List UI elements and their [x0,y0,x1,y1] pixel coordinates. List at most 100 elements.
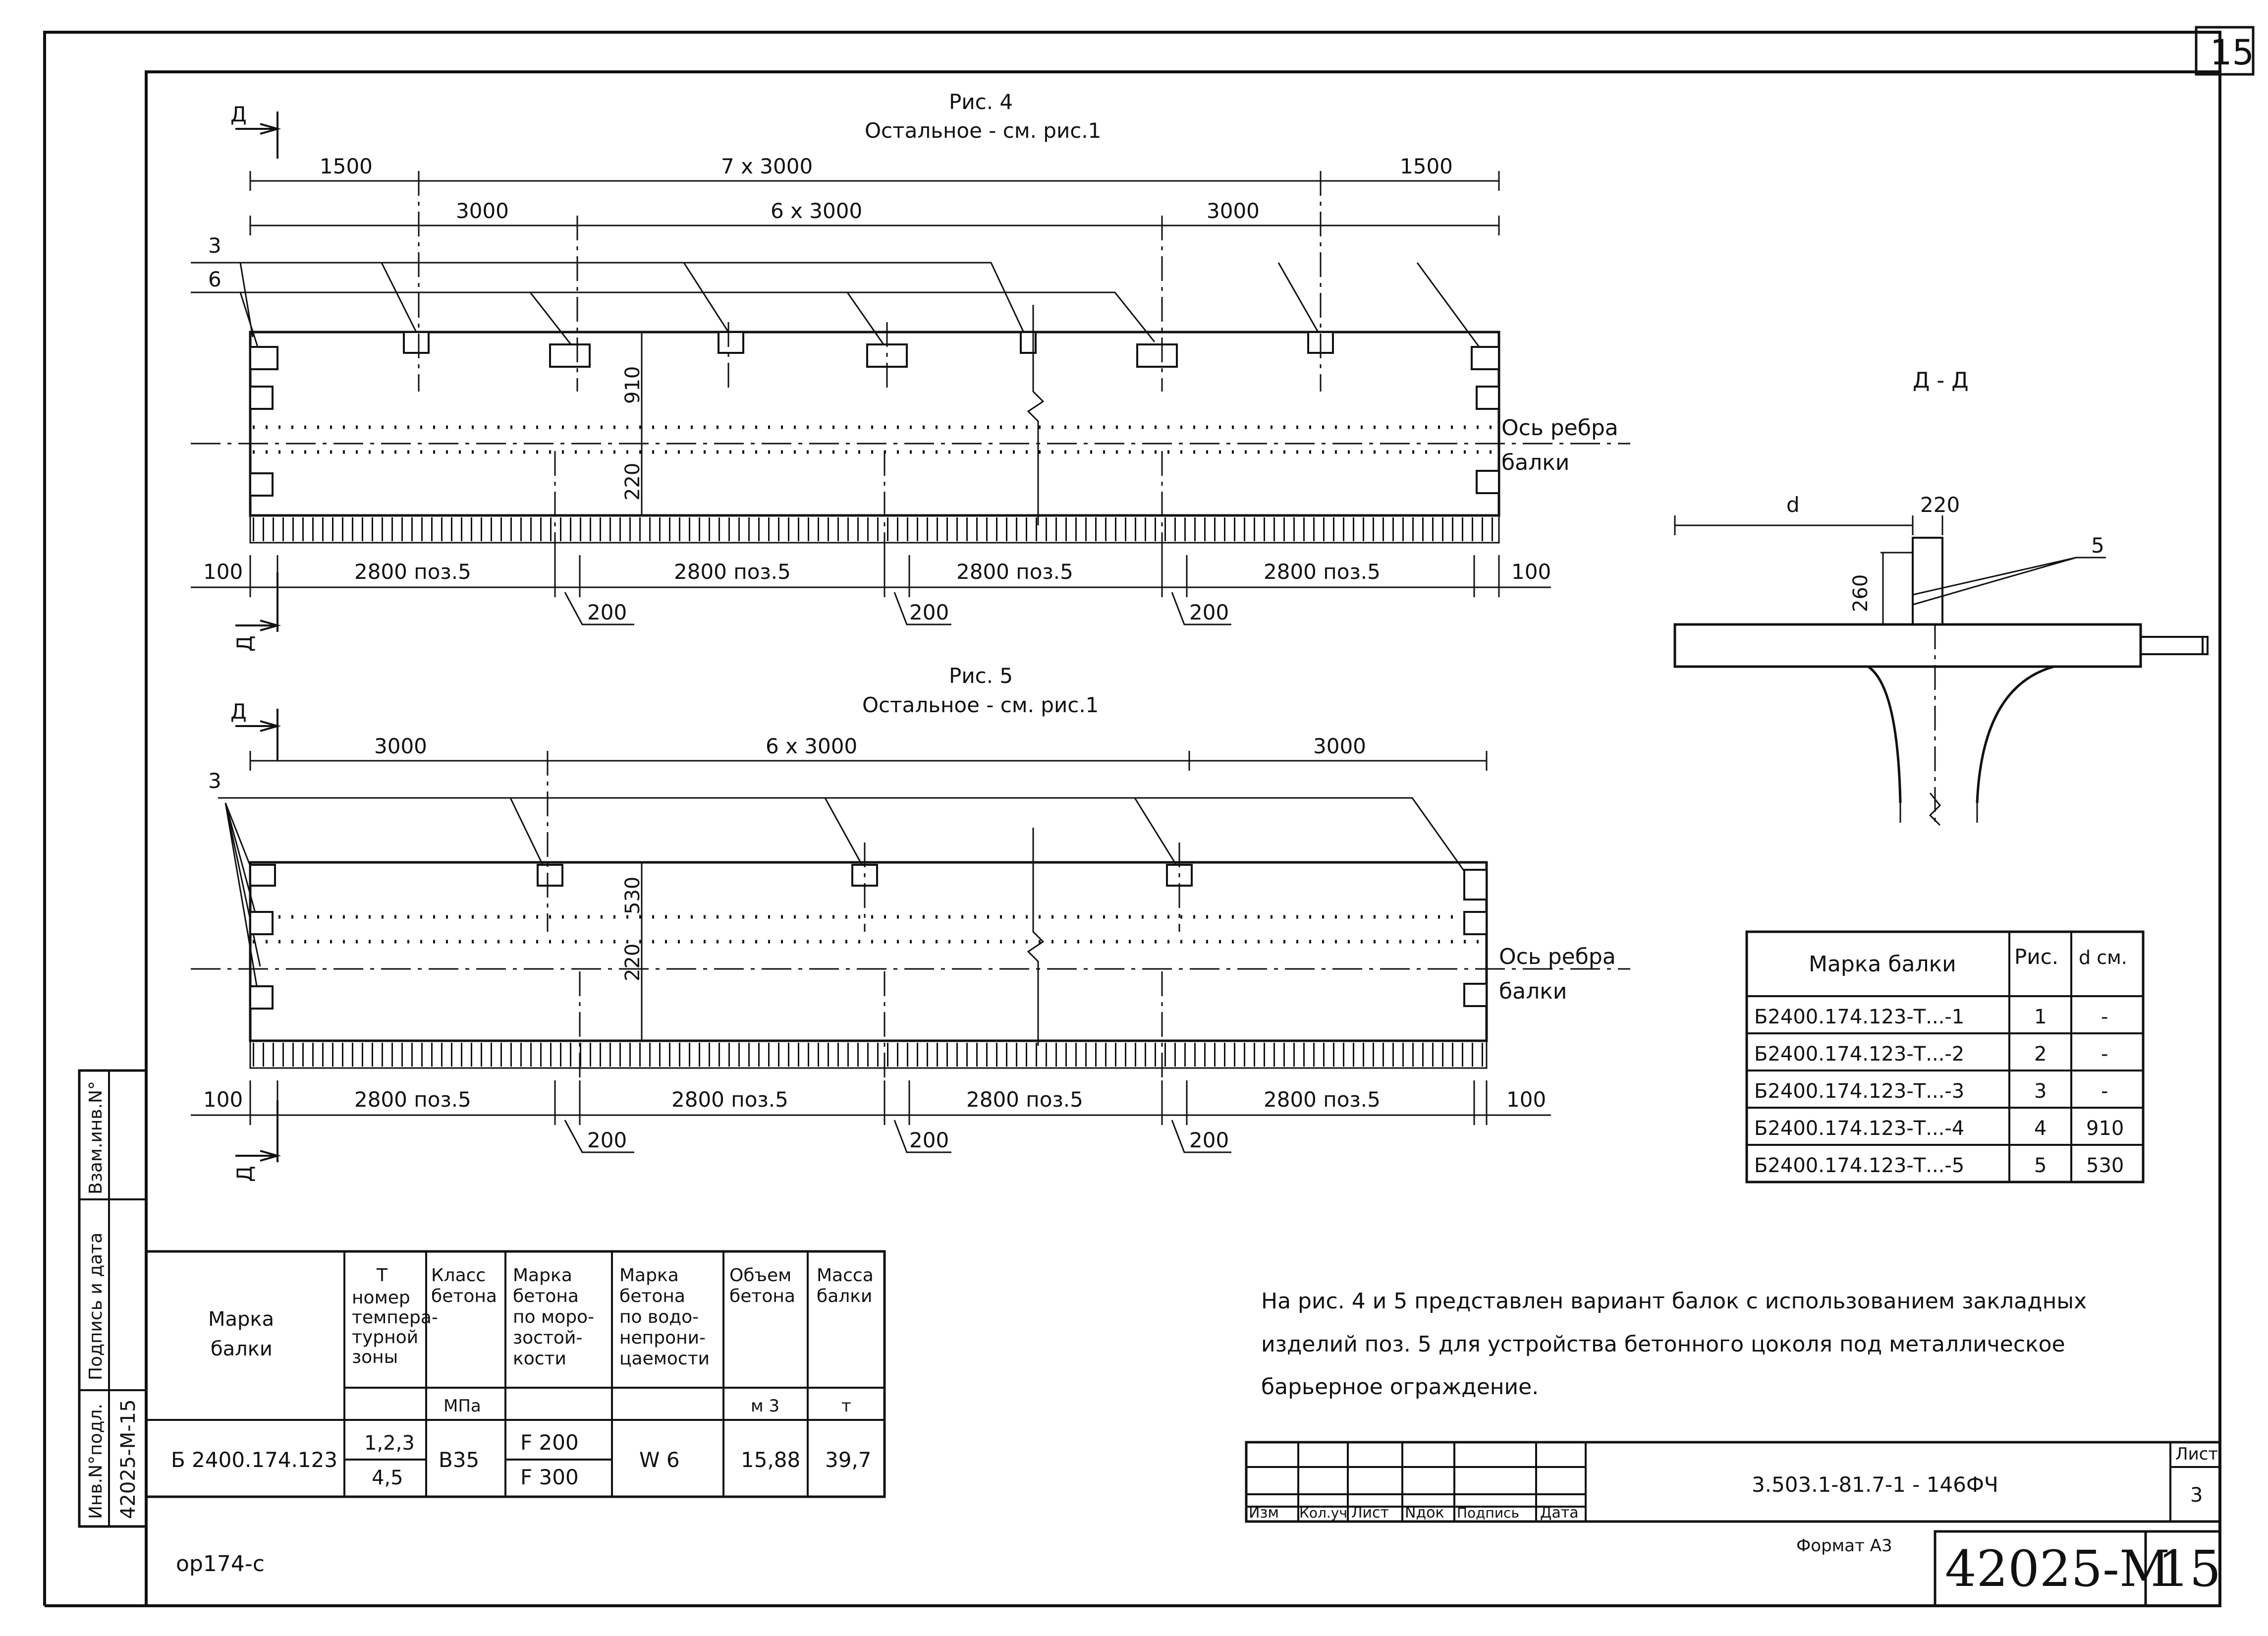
spec-row-volume: 15,88 [741,1448,800,1472]
beam-table-row-1-d: - [2101,1006,2108,1028]
fig4-height-220: 220 [621,463,644,501]
fig5-axis-label-2: балки [1499,979,1567,1004]
fig4-callout-3: 3 [208,233,221,258]
spec-unit-class: МПа [443,1396,481,1416]
sheet-frame: 15 [43,26,2255,1607]
side-stamp-replace: Взам.инв.N° [86,1081,106,1194]
title-doc-code: 3.503.1-81.7-1 - 146ФЧ [1752,1472,1998,1497]
spec-row-mark: Б 2400.174.123 [171,1448,337,1472]
title-block: Изм Кол.уч Лист Nдок Подпись Дата 3.503.… [176,1441,2221,1606]
note-line-2: изделий поз. 5 для устройства бетонного … [1261,1332,2065,1357]
spec-row-water: W 6 [639,1448,680,1472]
section-title: Д - Д [1913,368,1969,393]
beam-table-row-5-mark: Б2400.174.123-Т...-5 [1754,1154,1964,1177]
fig4-callout-6: 6 [208,267,221,291]
fig4-dim-second-1: 3000 [456,199,509,223]
spec-unit-volume: м 3 [751,1396,779,1416]
fig4-gap-2: 200 [909,600,949,624]
fig4-bottom-dim-4: 2800 поз.5 [956,560,1073,584]
figure-4: Рис. 4 Остальное - см. рис.1 Д 1500 7 x … [191,90,1630,652]
beam-table-row-1-fig: 1 [2034,1006,2047,1028]
beam-table-row-4-fig: 4 [2034,1117,2047,1140]
fig5-height-220: 220 [621,944,644,981]
spec-row-frost-b: F 300 [520,1465,579,1489]
beam-table: Марка балки Рис. d см. Б2400.174.123-Т..… [1745,930,2145,1184]
section-width-label: 220 [1920,493,1960,517]
fig5-gap-3: 200 [1189,1128,1229,1152]
beam-table-row-4-d: 910 [2086,1117,2124,1140]
spec-row-zone-a: 1,2,3 [364,1432,415,1455]
fig4-bottom-dim-1: 100 [203,560,243,584]
fig4-bottom-dim-2: 2800 поз.5 [354,560,471,584]
fig5-subtitle: Остальное - см. рис.1 [862,693,1099,717]
fig4-gap-1: 200 [587,600,627,624]
title-sheet-value: 3 [2190,1484,2203,1507]
spec-row-class: В35 [439,1448,479,1472]
side-stamp-sign: Подпись и дата [86,1233,106,1380]
fig5-bottom-dim-5: 2800 поз.5 [1264,1087,1381,1112]
fig5-gap-2: 200 [909,1128,949,1152]
fig4-bottom-dim-6: 100 [1511,560,1551,584]
fig4-subtitle: Остальное - см. рис.1 [865,118,1101,143]
title-col-izm: Изм [1249,1504,1279,1522]
fig4-gap-3: 200 [1189,600,1229,624]
fig5-bottom-dim-1: 100 [203,1087,243,1112]
beam-table-row-5-d: 530 [2086,1154,2124,1177]
fig4-height-910: 910 [621,366,644,404]
fig5-bottom-dim-4: 2800 поз.5 [966,1087,1083,1112]
spec-header-mark-1: Марка [208,1308,274,1331]
beam-table-header-mark: Марка балки [1809,952,1956,977]
fig5-axis-label-1: Ось ребра [1499,944,1616,969]
spec-row-mass: 39,7 [825,1448,872,1472]
note-block: На рис. 4 и 5 представлен вариант балок … [1261,1289,2087,1400]
fig4-dim-second-3: 3000 [1207,199,1260,223]
beam-table-row-2-d: - [2101,1043,2108,1066]
beam-table-row-1-mark: Б2400.174.123-Т...-1 [1754,1006,1964,1028]
spec-row-zone-b: 4,5 [372,1467,403,1489]
title-col-list: Лист [1351,1504,1389,1522]
title-col-data: Дата [1540,1504,1579,1522]
beam-table-row-2-fig: 2 [2034,1043,2047,1066]
fig5-bottom-dim-6: 100 [1506,1087,1546,1112]
fig4-section-mark-bottom: Д [232,635,257,652]
fig5-bottom-dim-2: 2800 поз.5 [354,1087,471,1112]
title-page-no: 15 [2158,1540,2221,1598]
beam-table-row-3-fig: 3 [2034,1080,2047,1103]
beam-table-row-4-mark: Б2400.174.123-Т...-4 [1754,1117,1964,1140]
fig5-dim-top-1: 3000 [374,734,427,758]
fig5-gap-1: 200 [587,1128,627,1152]
beam-table-row-3-d: - [2101,1080,2108,1103]
fig5-dim-top-2: 6 x 3000 [766,734,857,758]
beam-table-row-3-mark: Б2400.174.123-Т...-3 [1754,1080,1964,1103]
fig4-axis-label-2: балки [1501,450,1569,475]
section-d-d: Д - Д d 220 260 5 [1673,368,2209,826]
note-line-1: На рис. 4 и 5 представлен вариант балок … [1261,1289,2087,1314]
beam-table-header-d: d см. [2079,947,2127,968]
note-line-3: барьерное ограждение. [1261,1374,1539,1400]
beam-table-row-2-mark: Б2400.174.123-Т...-2 [1754,1043,1964,1066]
fig4-dim-second-2: 6 x 3000 [771,199,862,223]
side-stamp: Взам.инв.N° Подпись и дата Инв.N°подл. 4… [78,1069,148,1528]
title-col-koluch: Кол.уч [1299,1505,1347,1521]
fig4-section-mark-top: Д [230,102,247,126]
fig5-title: Рис. 5 [949,664,1013,688]
section-d-label: d [1786,493,1800,517]
fig5-callout-3: 3 [208,769,221,793]
section-callout: 5 [2091,533,2104,558]
fig4-bottom-dim-5: 2800 поз.5 [1264,560,1381,584]
footer-code: ор174-с [176,1551,265,1577]
title-format: Формат А3 [1796,1536,1892,1556]
fig4-dim-top-2: 7 x 3000 [721,154,813,178]
fig4-embed-plates [249,331,1500,497]
side-stamp-code: 42025-М-15 [117,1399,140,1519]
fig5-section-mark-top: Д [230,699,247,724]
fig5-dim-top-3: 3000 [1313,734,1366,758]
